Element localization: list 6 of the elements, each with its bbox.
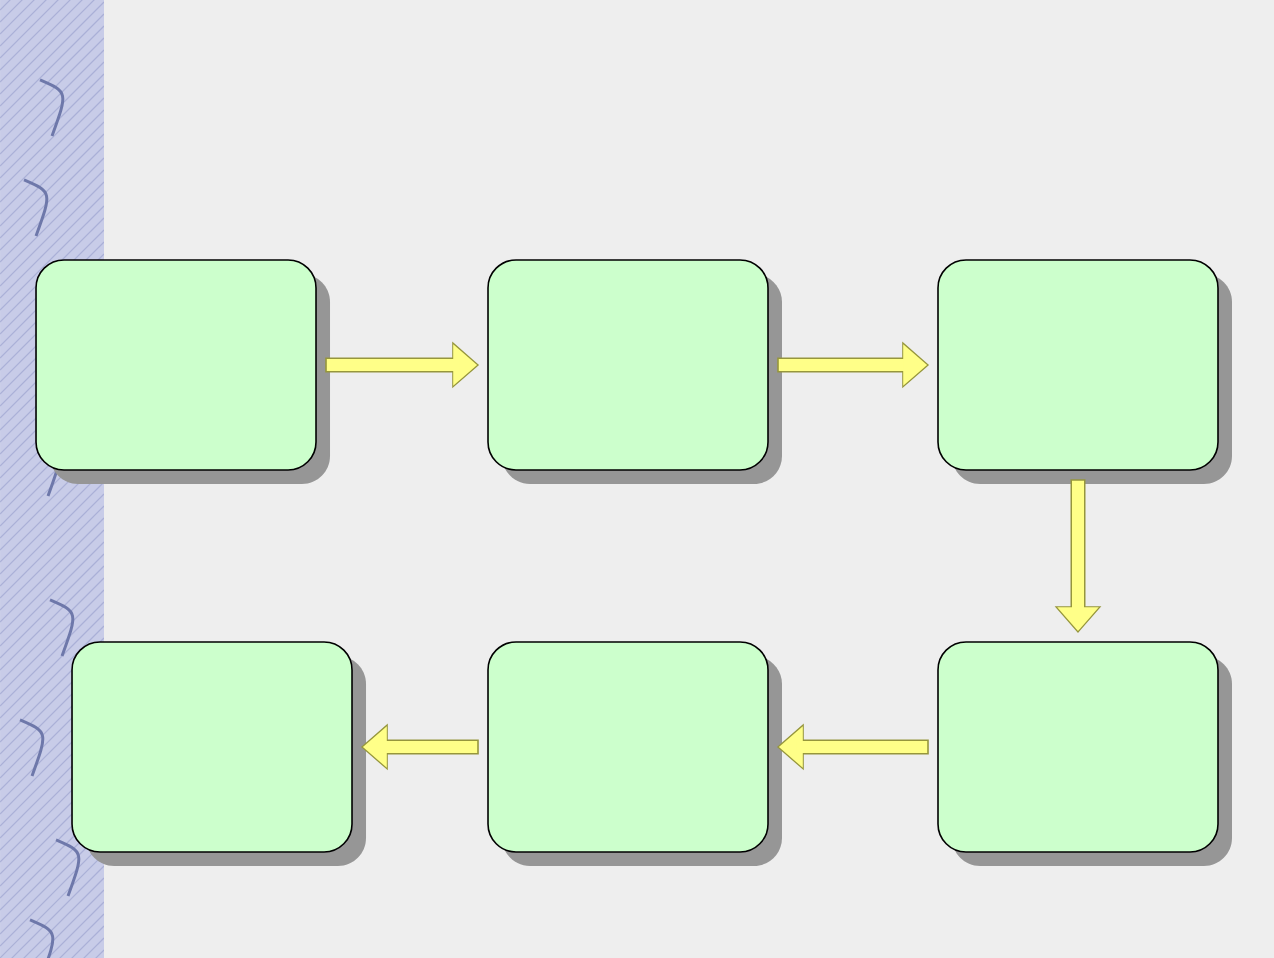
process-box	[487, 259, 782, 484]
process-box	[937, 259, 1232, 484]
process-box	[35, 259, 330, 484]
process-box	[487, 641, 782, 866]
process-box	[71, 641, 366, 866]
process-box	[937, 641, 1232, 866]
